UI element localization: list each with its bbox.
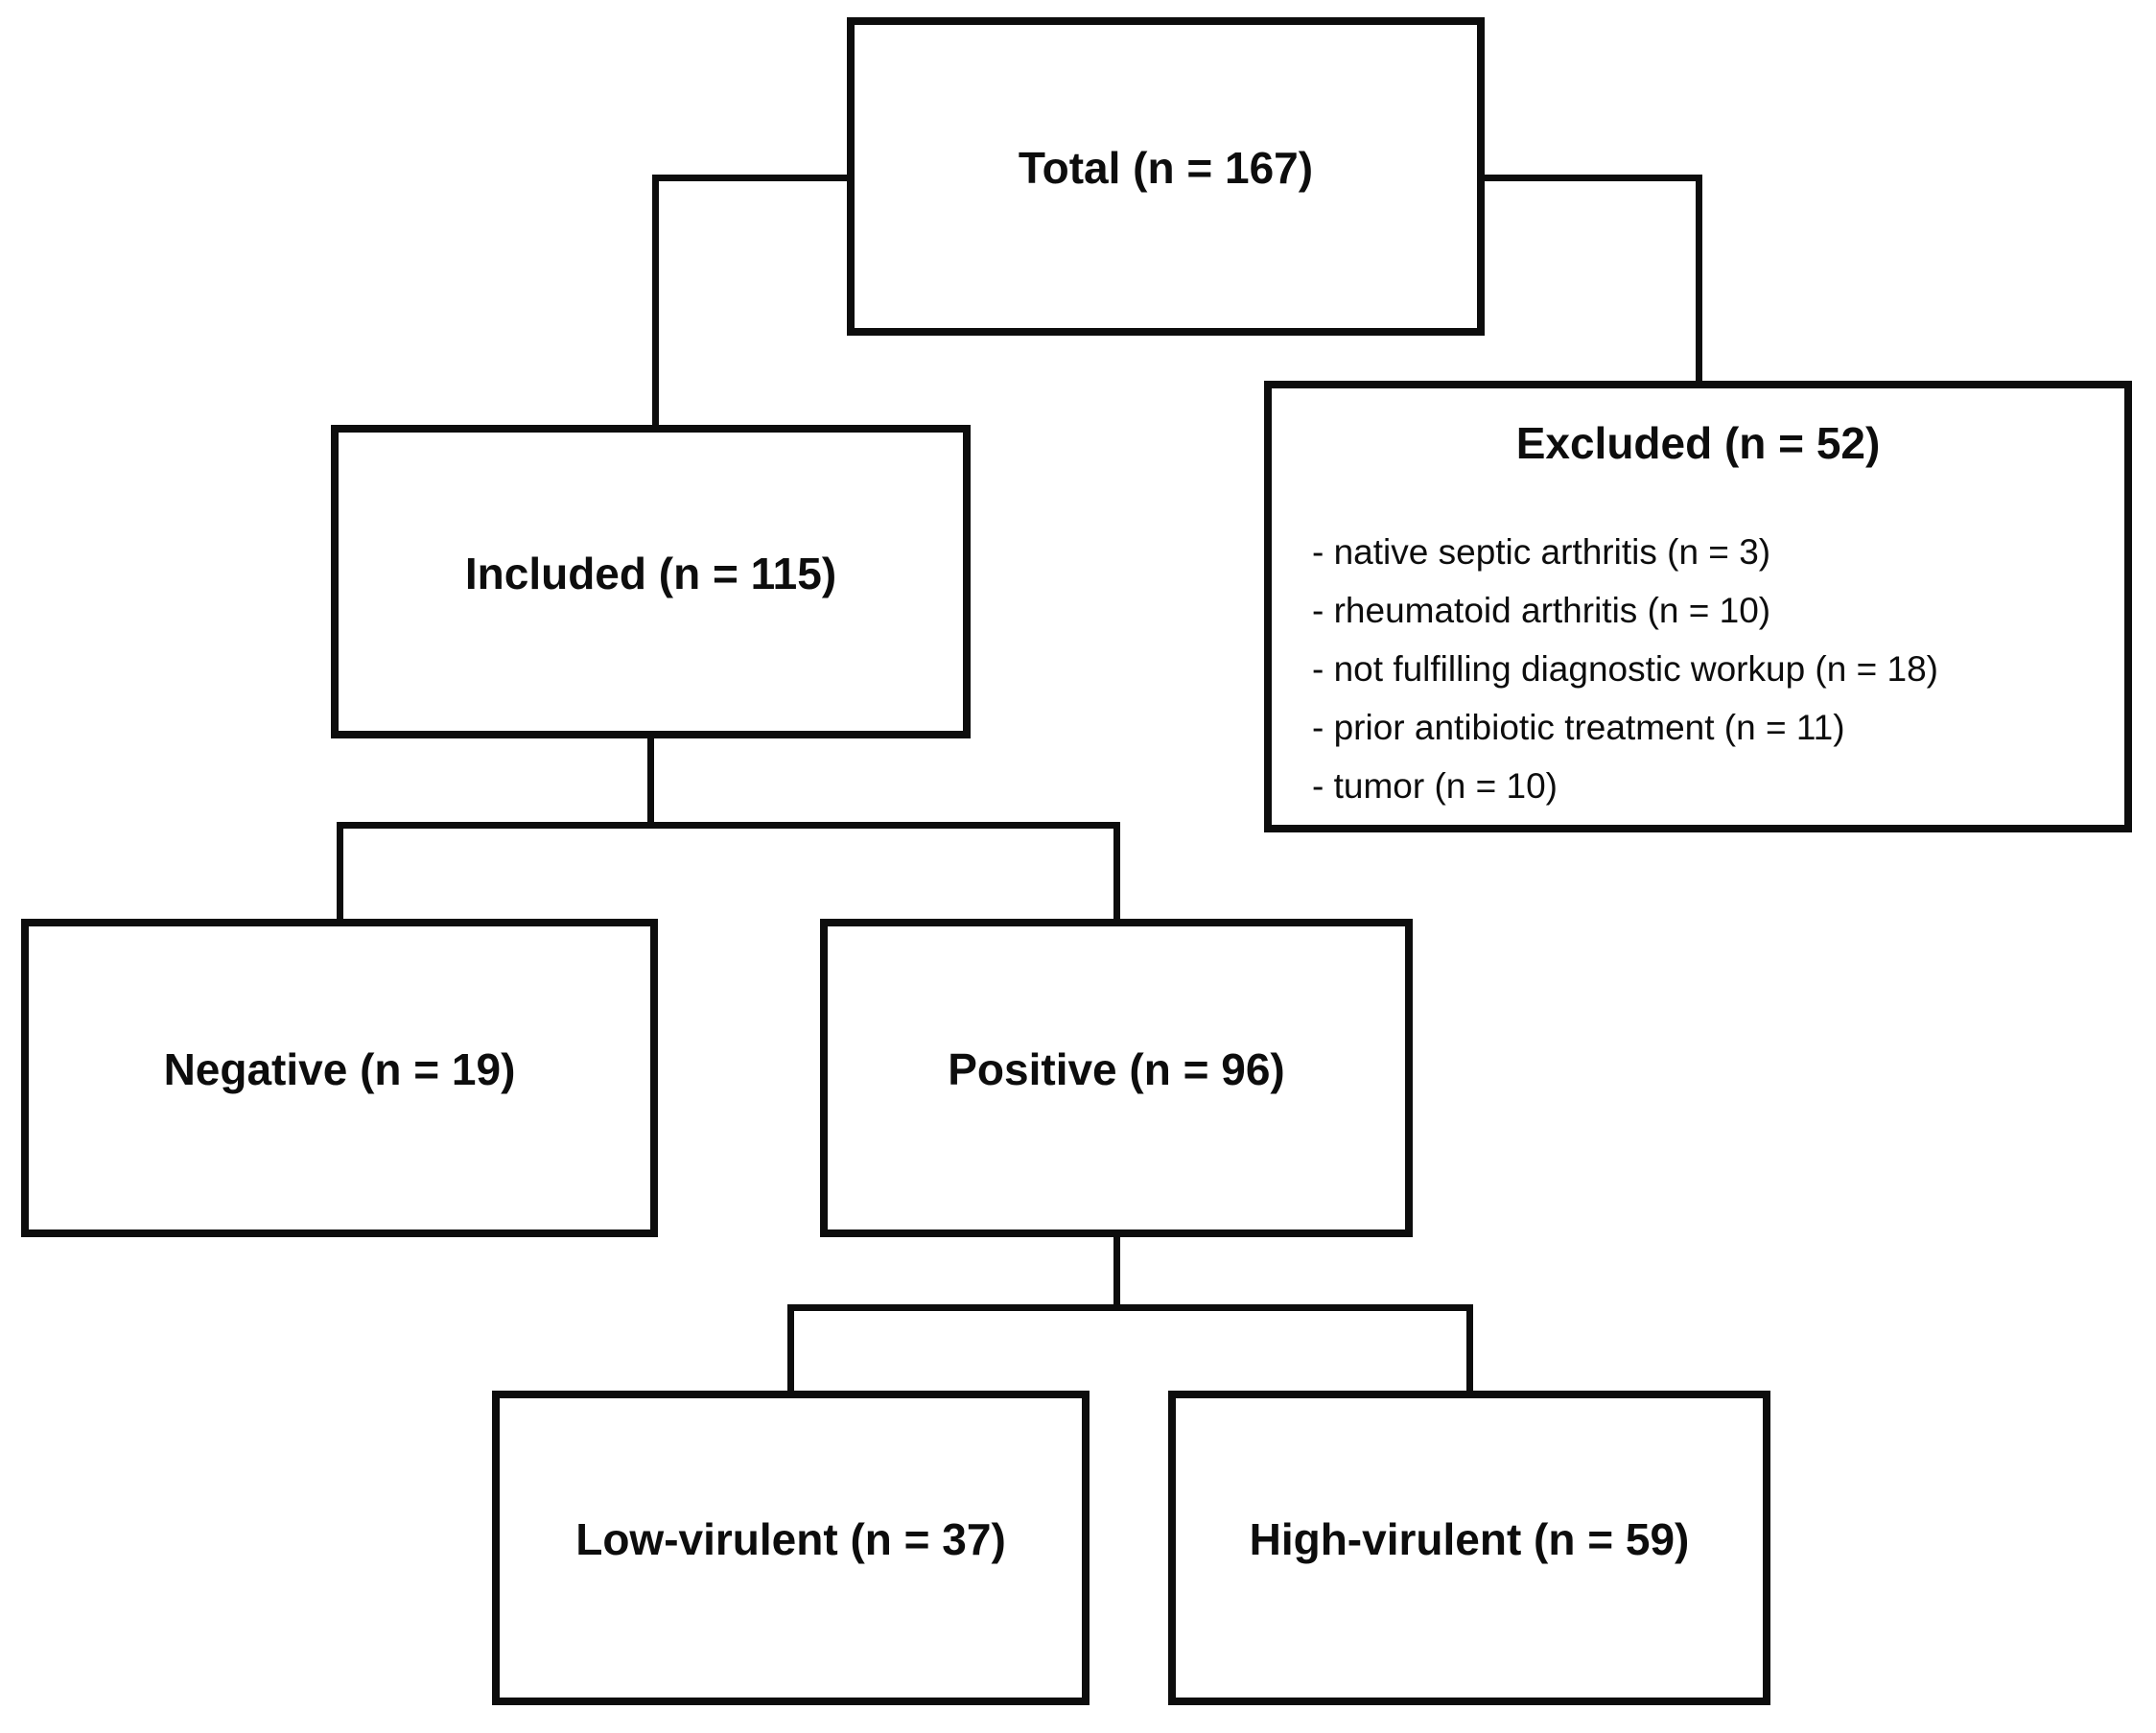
node-excluded: Excluded (n = 52) - native septic arthri… <box>1264 381 2132 832</box>
excluded-reason-item: - not fulfilling diagnostic workup (n = … <box>1312 649 1938 689</box>
excluded-reason-item: - tumor (n = 10) <box>1312 766 1558 806</box>
node-included-label: Included (n = 115) <box>464 548 837 598</box>
node-negative-label: Negative (n = 19) <box>163 1044 516 1094</box>
node-positive-label: Positive (n = 96) <box>948 1044 1285 1094</box>
connector-included-stem <box>647 735 654 829</box>
connector-total-to-excluded-vertical <box>1696 175 1702 385</box>
node-positive: Positive (n = 96) <box>820 919 1413 1237</box>
connector-total-to-included-vertical <box>652 175 659 429</box>
connector-total-to-excluded-horizontal <box>1481 175 1702 181</box>
excluded-reasons-list: - native septic arthritis (n = 3) - rheu… <box>1312 523 2105 815</box>
node-high-virulent-label: High-virulent (n = 59) <box>1249 1514 1690 1564</box>
node-total-label: Total (n = 167) <box>1018 143 1314 193</box>
excluded-reason-item: - prior antibiotic treatment (n = 11) <box>1312 708 1845 747</box>
connector-positive-split-bar <box>787 1304 1473 1311</box>
connector-to-negative <box>337 822 343 923</box>
node-low-virulent: Low-virulent (n = 37) <box>492 1391 1090 1705</box>
connector-total-to-included-horizontal <box>652 175 851 181</box>
node-included: Included (n = 115) <box>331 425 971 738</box>
connector-to-high-virulent <box>1466 1304 1473 1394</box>
node-total: Total (n = 167) <box>847 17 1485 336</box>
connector-included-split-bar <box>337 822 1120 829</box>
connector-to-low-virulent <box>787 1304 794 1394</box>
node-low-virulent-label: Low-virulent (n = 37) <box>575 1514 1006 1564</box>
node-excluded-title: Excluded (n = 52) <box>1515 418 1881 468</box>
node-high-virulent: High-virulent (n = 59) <box>1168 1391 1770 1705</box>
connector-positive-stem <box>1113 1233 1120 1311</box>
excluded-reason-item: - rheumatoid arthritis (n = 10) <box>1312 591 1771 630</box>
connector-to-positive <box>1113 822 1120 923</box>
node-negative: Negative (n = 19) <box>21 919 658 1237</box>
excluded-reason-item: - native septic arthritis (n = 3) <box>1312 532 1771 572</box>
